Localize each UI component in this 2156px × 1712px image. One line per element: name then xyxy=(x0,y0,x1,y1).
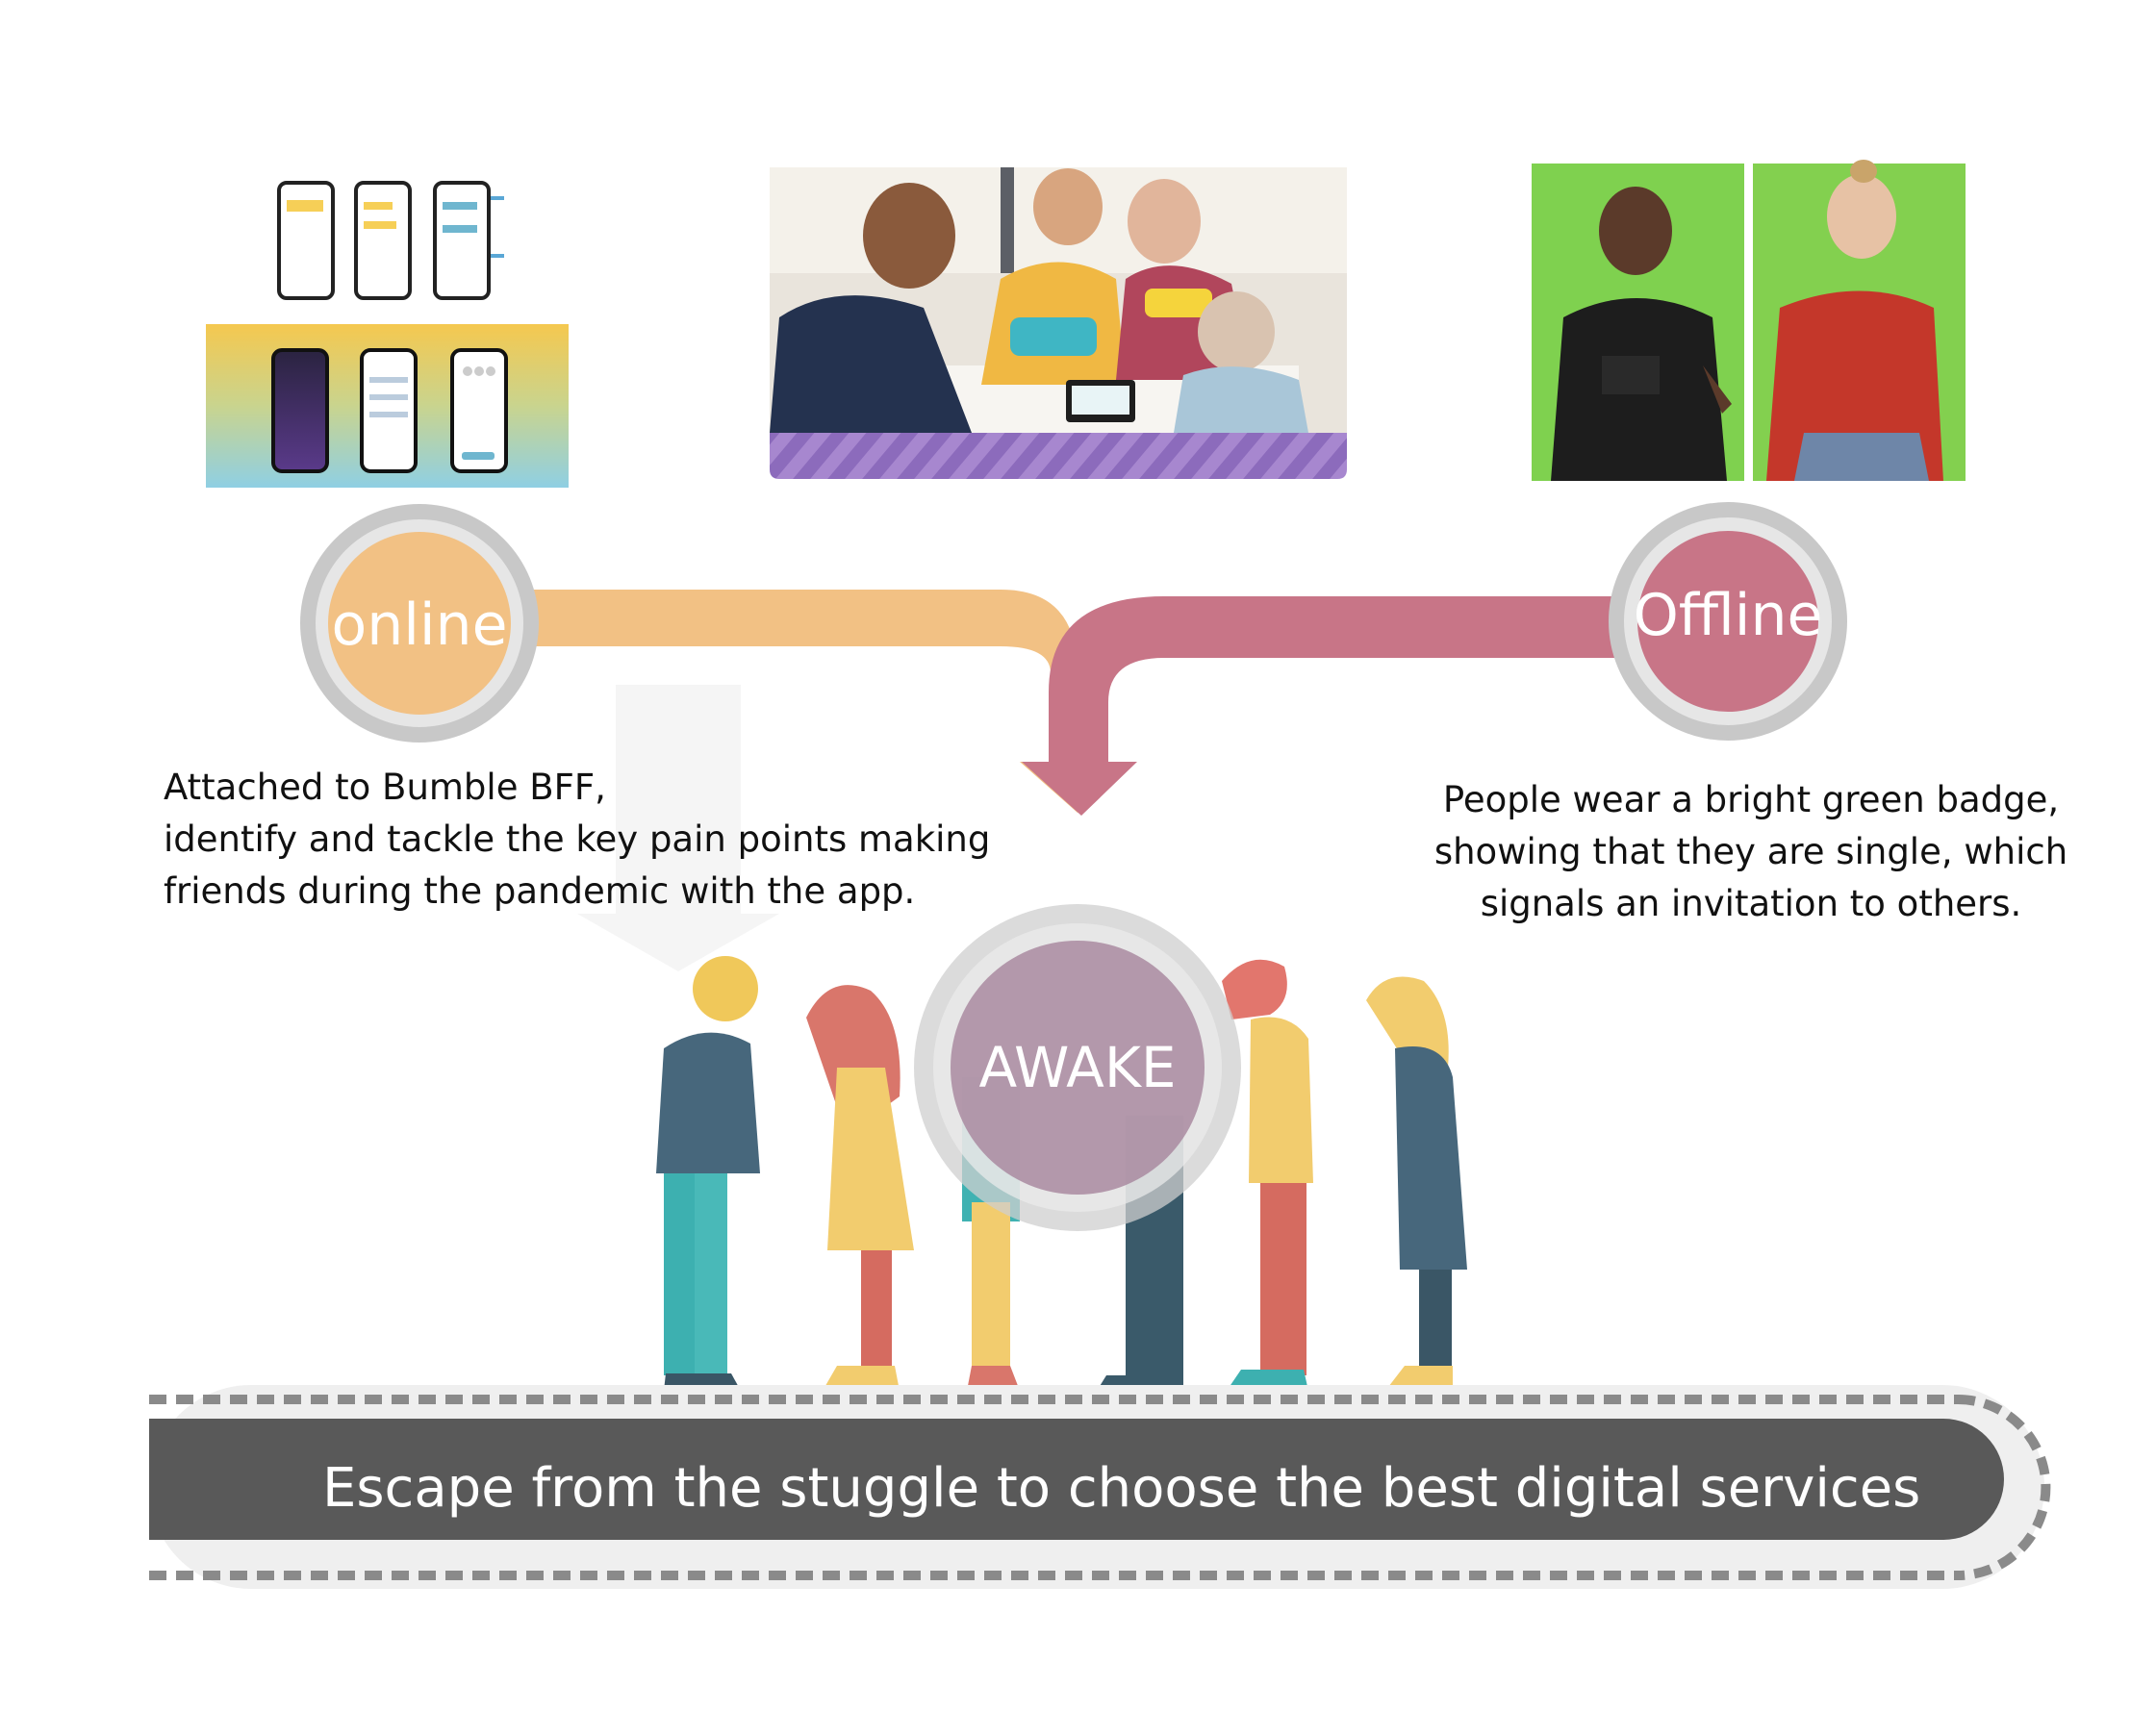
offline-description-line: showing that they are single, which xyxy=(1433,831,2068,872)
offline-arrow xyxy=(1022,596,1636,816)
family-gaming-photo xyxy=(770,167,1347,479)
banner-text: Escape from the stuggle to choose the be… xyxy=(322,1457,1921,1520)
offline-description-line: signals an invitation to others. xyxy=(1480,883,2022,924)
app-screens-image xyxy=(206,181,569,488)
online-node xyxy=(300,504,539,743)
online-description: Attached to Bumble BFF, identify and tac… xyxy=(164,762,1029,918)
online-description-line: identify and tackle the key pain points … xyxy=(164,818,991,860)
online-description-line: Attached to Bumble BFF, xyxy=(164,767,606,808)
online-description-line: friends during the pandemic with the app… xyxy=(164,870,916,912)
online-arrow xyxy=(520,590,1135,813)
offline-description: People wear a bright green badge, showin… xyxy=(1414,774,2088,930)
online-label: online xyxy=(331,592,508,659)
ghost-arrow xyxy=(577,685,779,971)
offline-description-line: People wear a bright green badge, xyxy=(1442,779,2060,820)
bottom-banner xyxy=(149,1385,2051,1589)
offline-label: Offline xyxy=(1633,582,1823,649)
offline-people-photos xyxy=(1532,160,1966,481)
awake-node xyxy=(914,904,1241,1231)
awake-label: AWAKE xyxy=(978,1035,1177,1100)
offline-node xyxy=(1609,502,1847,741)
